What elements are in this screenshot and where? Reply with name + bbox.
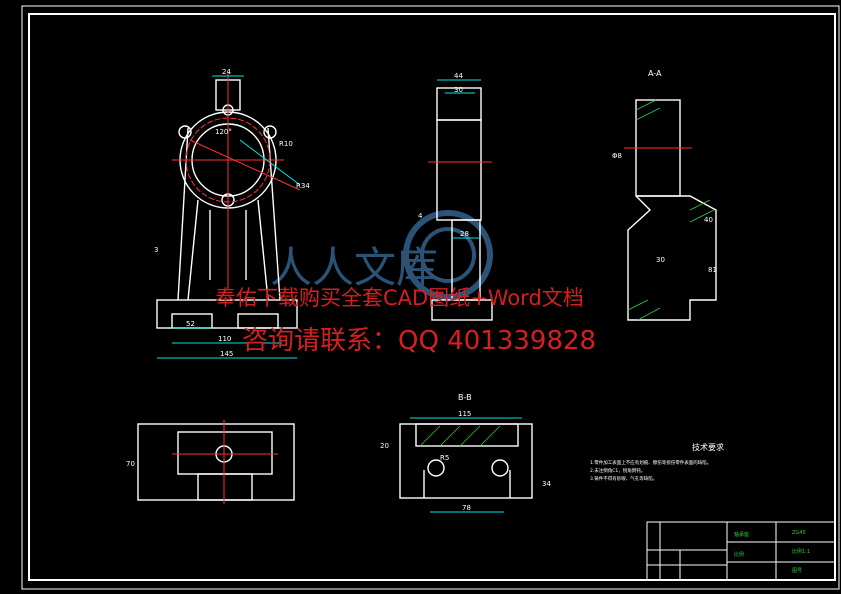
front-dim-r1: R10 — [279, 140, 293, 148]
title-cell-1: 轴承座 — [734, 531, 749, 538]
section-bb — [399, 423, 533, 499]
watermark-line-2: 咨询请联系：QQ 401339828 — [242, 326, 597, 356]
inner-border — [28, 13, 836, 581]
side-dim-mid: 28 — [460, 230, 469, 238]
section-aa-label: A-A — [648, 69, 662, 78]
front-dim-angle: 120° — [215, 128, 232, 136]
front-dims — [157, 75, 301, 359]
title-cell-4: 比例1:1 — [792, 548, 810, 555]
front-dim-b2: 110 — [218, 335, 231, 343]
aa-dim-d1: Φ8 — [612, 152, 622, 160]
front-dim-top: 24 — [222, 68, 231, 76]
tech-note-2: 2.未注倒角C1，锐角倒钝。 — [590, 467, 645, 474]
title-cell-2: 比例 — [734, 551, 744, 558]
side-dim-w2: 30 — [454, 86, 463, 94]
tech-title: 技术要求 — [692, 442, 724, 452]
side-dim-w1: 44 — [454, 72, 463, 80]
side-dim-mark: 4 — [418, 212, 423, 220]
plan-dim-h: 70 — [126, 460, 135, 468]
side-view — [431, 87, 493, 321]
title-cell-5: 图号 — [792, 568, 802, 574]
bb-dim-w: 115 — [458, 410, 471, 418]
aa-dim-h1: 40 — [704, 216, 713, 224]
front-dim-total: 145 — [220, 350, 233, 358]
section-bb-dims — [410, 417, 522, 513]
section-bb-hatch — [419, 425, 501, 447]
bb-dim-bottom: 78 — [462, 504, 471, 512]
outer-border — [21, 5, 840, 590]
front-dim-r2: R34 — [296, 182, 310, 190]
bb-dim-h1: 20 — [380, 442, 389, 450]
front-center — [172, 72, 301, 290]
front-dim-b1: 52 — [186, 320, 195, 328]
title-cell-3: ZG45 — [792, 530, 806, 536]
plan-center — [172, 420, 278, 504]
aa-dim-w: 30 — [656, 256, 665, 264]
front-dim-side: 3 — [154, 246, 158, 254]
tech-note-3: 3.铸件不得有砂眼、气孔等缺陷。 — [590, 475, 657, 482]
title-block — [646, 521, 836, 581]
aa-dim-h2: 81 — [708, 266, 717, 274]
side-dims — [437, 79, 481, 239]
section-aa — [627, 99, 717, 321]
plan-view — [137, 423, 295, 501]
section-bb-label: B-B — [458, 393, 472, 402]
bb-dim-h2: 34 — [542, 480, 551, 488]
tech-note-1: 1.零件加工表面上不应有划痕、擦伤等损伤零件表面的缺陷。 — [590, 459, 711, 466]
bb-dim-r: R5 — [440, 454, 449, 462]
watermark-line-1: 奉佑下载购买全套CAD图纸+Word文档 — [215, 286, 584, 310]
watermark-logo-glyphs: 人人文库 — [270, 243, 438, 292]
watermark-logo: 人人文库 — [270, 210, 493, 300]
section-aa-hatch — [627, 99, 715, 321]
